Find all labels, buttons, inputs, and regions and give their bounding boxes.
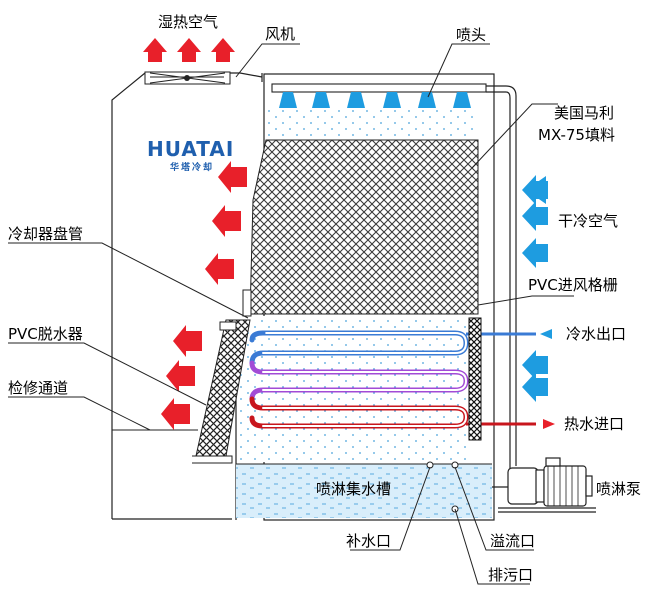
spray-zone [266, 110, 478, 140]
fill-media [249, 139, 479, 315]
pvc-air-grille [468, 317, 482, 441]
svg-text:华塔冷却: 华塔冷却 [170, 161, 214, 173]
leader-lines [8, 43, 574, 585]
label-cold-water-out: 冷水出口 [566, 325, 626, 343]
huatai-logo: HUATAI 华塔冷却 [147, 137, 234, 173]
label-fill-line1: 美国马利 [554, 104, 614, 122]
label-cooler-coil: 冷却器盘管 [8, 225, 83, 243]
label-spray-basin: 喷淋集水槽 [316, 480, 391, 498]
svg-text:HUATAI: HUATAI [147, 137, 234, 161]
label-dry-cold-air: 干冷空气 [558, 212, 618, 230]
spray-pump [492, 457, 596, 513]
label-hot-water-in: 热水进口 [564, 415, 624, 433]
label-pvc-eliminator: PVC脱水器 [8, 325, 83, 343]
label-overflow-port: 溢流口 [490, 532, 535, 550]
pvc-eliminator [192, 289, 252, 464]
label-nozzle: 喷头 [456, 26, 486, 44]
spray-basin-water [236, 464, 492, 518]
hot-air-outlet-arrows [161, 161, 247, 430]
label-maintenance-aisle: 检修通道 [8, 379, 68, 397]
label-makeup-port: 补水口 [346, 532, 391, 550]
fan [144, 71, 231, 85]
label-drain-port: 排污口 [488, 566, 533, 584]
label-fan: 风机 [265, 25, 295, 43]
label-pvc-air-grille: PVC进风格栅 [528, 276, 618, 294]
cooler-coil [249, 330, 469, 429]
humid-hot-air-arrows [143, 38, 235, 62]
label-fill-line2: MX-75填料 [538, 126, 615, 144]
dry-cold-air-arrows [522, 175, 548, 402]
label-humid-hot-air: 湿热空气 [158, 13, 218, 31]
spray-header [271, 83, 487, 108]
label-spray-pump: 喷淋泵 [596, 480, 641, 498]
